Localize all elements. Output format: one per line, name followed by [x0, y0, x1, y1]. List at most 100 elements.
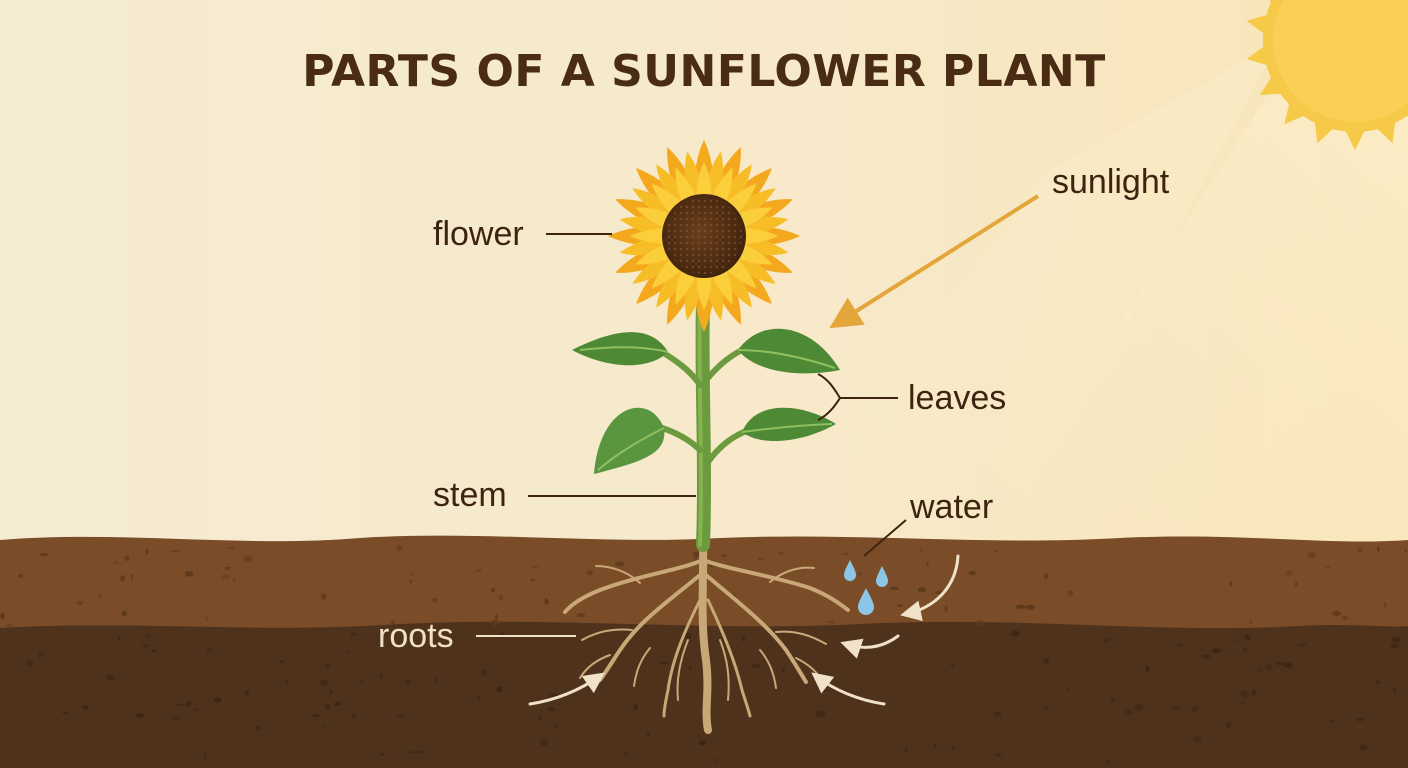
soil-speck [615, 561, 625, 567]
soil-speck [232, 578, 236, 582]
roots [563, 536, 850, 734]
soil-speck [145, 633, 150, 638]
soil-speck [530, 578, 535, 582]
soil-speck [1329, 719, 1335, 722]
soil-speck [926, 561, 929, 567]
soil-speck [1015, 604, 1026, 609]
soil-speck [391, 619, 395, 625]
soil-speck [660, 662, 668, 665]
soil-speck [1294, 581, 1299, 587]
soil-speck [1193, 736, 1202, 742]
soil-speck [134, 713, 145, 718]
soil-speck [18, 573, 23, 579]
soil-speck [170, 550, 180, 553]
soil-speck [1067, 686, 1070, 691]
soil-speck [411, 573, 414, 576]
soil-speck [842, 552, 850, 556]
soil-speck [1307, 551, 1317, 559]
soil-speck [82, 705, 89, 710]
soil-speck [404, 679, 412, 684]
soil-speck [1342, 615, 1348, 621]
sun-ray [1246, 45, 1269, 66]
soil-speck [950, 663, 955, 667]
soil-speck [325, 703, 330, 711]
sun-ray [1259, 76, 1283, 95]
soil-speck [203, 754, 207, 761]
soil-speck [115, 560, 119, 565]
soil-speck [255, 725, 261, 732]
soil-speck [1212, 648, 1221, 654]
soil-speck [174, 703, 184, 706]
soil-speck [540, 739, 548, 746]
soil-speck [434, 677, 438, 683]
sun-icon [1246, 0, 1408, 150]
soil-speck [321, 725, 326, 728]
soil-speck [0, 612, 5, 620]
soil-speck [206, 648, 214, 653]
diagram-title: PARTS OF A SUNFLOWER PLANT [302, 46, 1106, 97]
soil-speck [633, 703, 638, 711]
soil-speck [693, 551, 700, 558]
soil-speck [920, 548, 923, 552]
soil-speck [555, 724, 559, 729]
label-flower: flower [433, 215, 524, 253]
soil-speck [228, 547, 236, 550]
soil-speck [396, 714, 405, 718]
soil-speck [1177, 643, 1184, 647]
soil-speck [778, 551, 784, 556]
soil-speck [285, 679, 289, 684]
soil-speck [150, 649, 157, 652]
soil-speck [185, 700, 193, 707]
soil-speck [118, 635, 120, 641]
soil-speck [279, 660, 285, 663]
soil-speck [827, 621, 835, 624]
soil-speck [221, 574, 230, 580]
soil-speck [689, 667, 692, 671]
soil-speck [396, 545, 403, 551]
soil-speck [993, 711, 1002, 717]
soil-speck [751, 663, 762, 669]
soil-speck [822, 688, 829, 692]
soil-speck [417, 750, 424, 754]
soil-speck [39, 552, 49, 557]
label-roots: roots [378, 617, 454, 655]
soil-speck [76, 600, 83, 606]
soil-speck [1283, 662, 1293, 668]
soil-speck [120, 575, 126, 582]
soil-speck [243, 555, 253, 563]
soil-speck [1236, 639, 1239, 642]
soil-speck [1390, 643, 1400, 649]
soil-speck [994, 753, 1002, 757]
soil-speck [889, 586, 900, 591]
soil-speck [1404, 549, 1408, 553]
soil-speck [975, 620, 985, 627]
soil-speck [1248, 620, 1253, 624]
soil-speck [38, 652, 44, 658]
soil-speck [1103, 637, 1111, 644]
soil-speck [917, 586, 927, 593]
soil-speck [145, 548, 149, 555]
soil-speck [757, 557, 764, 561]
soil-speck [1225, 722, 1231, 728]
soil-speck [904, 747, 908, 753]
soil-speck [171, 716, 181, 721]
soil-speck [1201, 654, 1211, 659]
soil-speck [1285, 570, 1294, 576]
soil-speck [586, 570, 594, 576]
soil-speck [321, 593, 327, 600]
soil-speck [993, 549, 998, 553]
soil-speck [1124, 709, 1133, 715]
soil-speck [1375, 680, 1380, 684]
sun-ray [1284, 102, 1305, 125]
sunlight-arrow [829, 194, 1040, 329]
soil-speck [1383, 601, 1387, 608]
soil-speck [490, 619, 501, 626]
soil-speck [1357, 547, 1363, 553]
soil-speck [951, 744, 955, 751]
sun-ray [1345, 130, 1365, 150]
soil-speck [1043, 706, 1048, 710]
water-leader-line [863, 519, 907, 557]
soil-speck [897, 604, 903, 607]
soil-speck [244, 689, 250, 696]
